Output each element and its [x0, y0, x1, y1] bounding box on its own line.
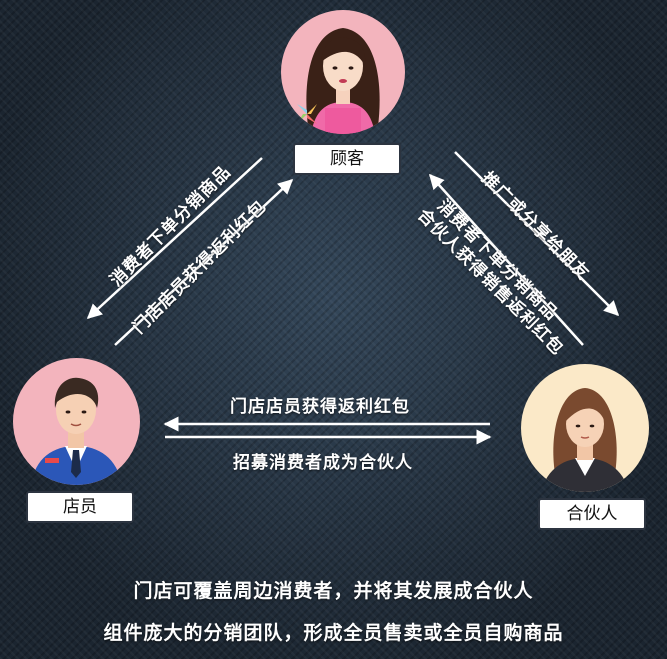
- footer-line-1: 门店可覆盖周边消费者，并将其发展成合伙人: [133, 580, 534, 602]
- flow-bottom-bottom: 招募消费者成为合伙人: [233, 453, 413, 473]
- arrow-right-inner: [428, 173, 584, 346]
- partner-avatar: [521, 364, 649, 492]
- flow-bottom-top: 门店店员获得返利红包: [230, 397, 410, 417]
- footer-line-2: 组件庞大的分销团队，形成全员售卖或全员自购商品: [103, 622, 564, 644]
- arrow-left-inner: [114, 178, 294, 346]
- customer-avatar: [281, 10, 405, 134]
- clerk-label: 店员: [26, 491, 134, 523]
- customer-label: 顾客: [293, 143, 401, 175]
- arrow-left-outer: [86, 157, 263, 320]
- clerk-avatar: [13, 358, 140, 485]
- partner-label: 合伙人: [538, 498, 646, 530]
- arrow-right-outer: [454, 151, 620, 317]
